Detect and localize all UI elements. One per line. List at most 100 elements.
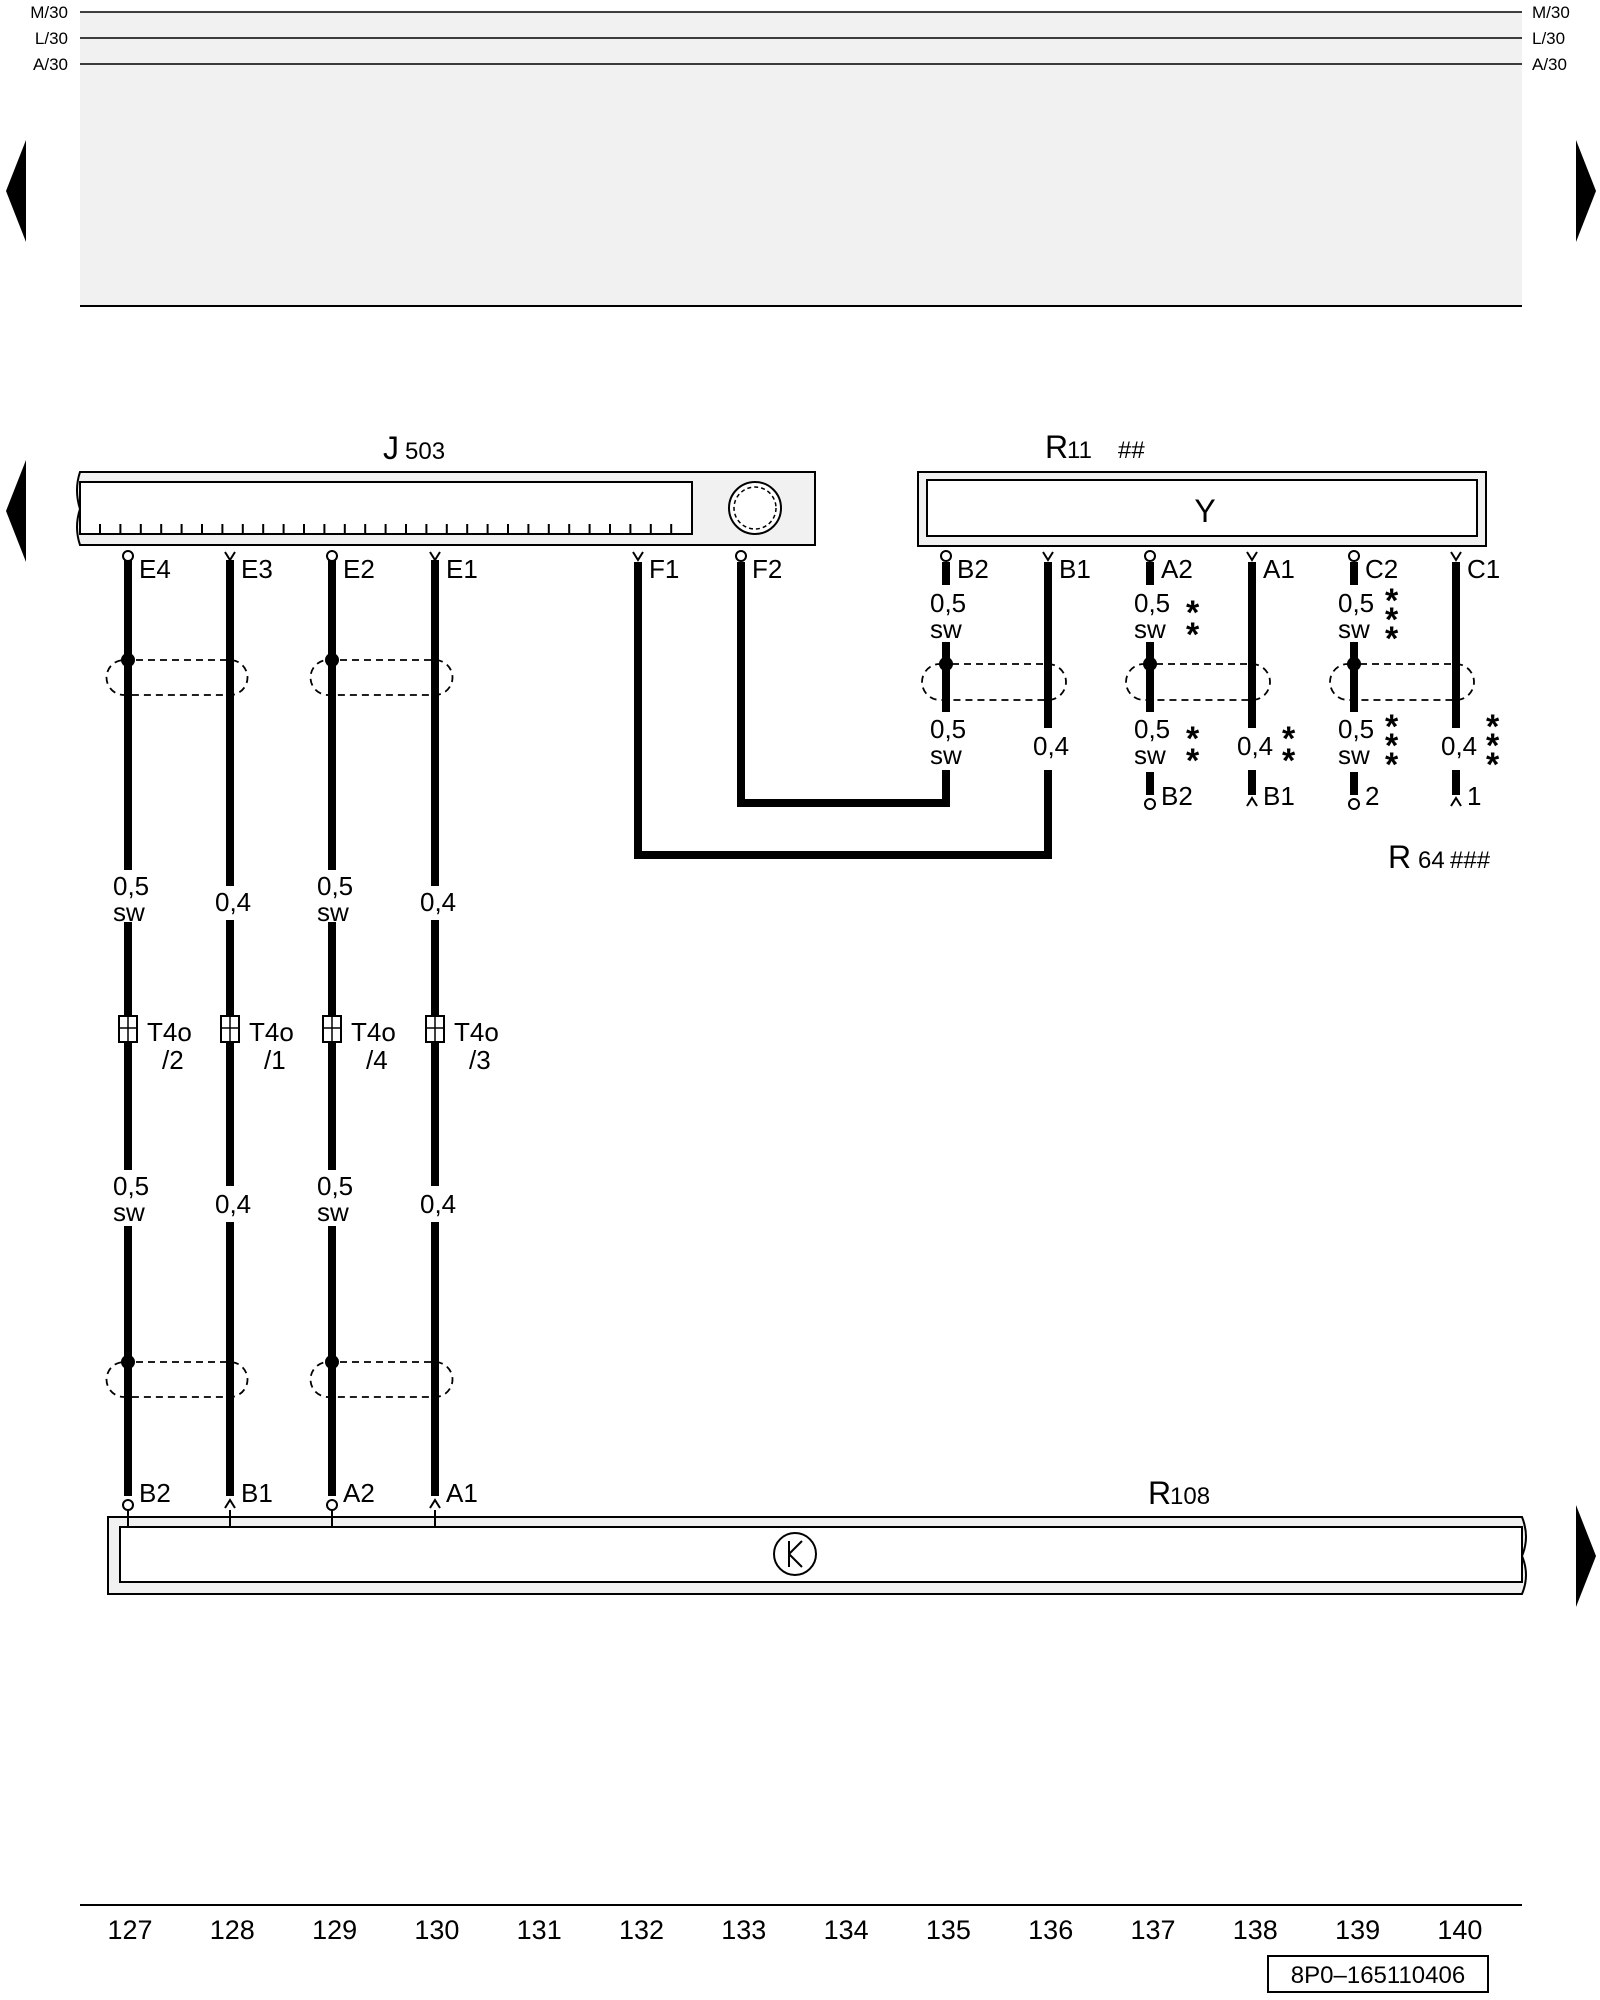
connector-t4o-2-name: T4o xyxy=(147,1017,192,1047)
wire-f1-to-r11-b1 xyxy=(634,562,1052,859)
r11-c1-size-lower: 0,4 xyxy=(1441,731,1477,761)
r11-b2-size-upper: 0,5 xyxy=(930,588,966,618)
wire-color-e4-lower: sw xyxy=(113,1197,145,1227)
j503-knob-outer xyxy=(728,481,782,535)
previous-page-arrow-icon[interactable] xyxy=(6,140,26,242)
shield-loop-r11-b xyxy=(921,663,1067,701)
bus-label-left-m30: M/30 xyxy=(30,3,68,22)
r64-pins: B2 B1 2 1 xyxy=(1144,781,1481,811)
footnote-double-a2-lower: ** xyxy=(1186,720,1200,780)
r64-pin-1-terminal xyxy=(1450,796,1462,807)
r64-pin-1-label: 1 xyxy=(1467,781,1481,811)
r64-pin-b1-label: B1 xyxy=(1263,781,1295,811)
j503-strip-ticks xyxy=(99,524,673,534)
r108-transistor-icon xyxy=(773,1532,817,1576)
r108-pin-b1-label: B1 xyxy=(241,1478,273,1508)
asterisk: * xyxy=(1385,582,1399,620)
r64-label-number: 64 xyxy=(1418,847,1445,874)
r108-inner-box xyxy=(119,1526,1523,1583)
connector-t4o-2-pin xyxy=(119,1016,137,1042)
r108-pin-a1-terminal xyxy=(429,1498,441,1509)
r11-b1-size-lower: 0,4 xyxy=(1033,731,1069,761)
track-number: 139 xyxy=(1335,1915,1380,1945)
track-number: 128 xyxy=(210,1915,255,1945)
r11-inner-box xyxy=(926,479,1478,537)
shield-dot xyxy=(325,653,339,667)
r11-pin-b1-terminal xyxy=(1042,551,1054,562)
r11-a1-size-lower: 0,4 xyxy=(1237,731,1273,761)
connector-t4o-3-pin-label: /3 xyxy=(469,1045,491,1075)
j503-knob-inner xyxy=(733,486,777,530)
track-number: 138 xyxy=(1233,1915,1278,1945)
bus-label-right-a30: A/30 xyxy=(1532,55,1567,74)
r11-a2-color-upper: sw xyxy=(1134,614,1166,644)
pin-f2-terminal xyxy=(735,550,747,562)
wire-size-e4-upper: 0,5 xyxy=(113,871,149,901)
connector-t4o-4-pin xyxy=(323,1016,341,1042)
asterisk: * xyxy=(1385,708,1399,746)
asterisk: * xyxy=(1486,708,1500,746)
wire-size-e3-upper: 0,4 xyxy=(215,887,251,917)
connector-t4o-4-pin-label: /4 xyxy=(366,1045,388,1075)
track-number: 132 xyxy=(619,1915,664,1945)
r11-c2-size-lower: 0,5 xyxy=(1338,714,1374,744)
connector-t4o-1-name: T4o xyxy=(249,1017,294,1047)
track-number: 133 xyxy=(721,1915,766,1945)
r11-c2-color-lower: sw xyxy=(1338,740,1370,770)
asterisk: * xyxy=(1486,746,1500,784)
r11-a2-size-upper: 0,5 xyxy=(1134,588,1170,618)
bus-label-left-l30: L/30 xyxy=(35,29,68,48)
connector-t4o-2-pin-label: /2 xyxy=(162,1045,184,1075)
track-number: 134 xyxy=(824,1915,869,1945)
pin-e4-terminal xyxy=(122,550,134,562)
shield-loop-e2-e1-lower xyxy=(309,1361,454,1398)
r11-pin-c2-label: C2 xyxy=(1365,554,1398,584)
pin-e1-label: E1 xyxy=(446,554,478,584)
footnote-markers: ** ** ** *** *** *** xyxy=(1186,582,1500,784)
r64-label-suffix: ### xyxy=(1450,847,1491,874)
continuation-left-arrow-icon[interactable] xyxy=(6,460,26,562)
pin-e4-label: E4 xyxy=(139,554,171,584)
shield-dot xyxy=(325,1355,339,1369)
pin-e2-terminal xyxy=(326,550,338,562)
asterisk: * xyxy=(1282,742,1296,780)
wire-f2-to-r11-b2 xyxy=(737,562,950,807)
pin-e2-label: E2 xyxy=(343,554,375,584)
wire-size-e1-lower: 0,4 xyxy=(420,1189,456,1219)
r64-label-letter: R xyxy=(1388,839,1411,875)
r108-transistor-symbol xyxy=(788,1540,803,1568)
wire-labels-r11: 0,5 sw 0,5 sw 0,5 sw 0,5 sw 0,4 0,5 sw 0… xyxy=(930,588,1477,770)
connector-t4o-3-pin xyxy=(426,1016,444,1042)
wire-size-e4-lower: 0,5 xyxy=(113,1171,149,1201)
r108-pin-b2-terminal xyxy=(122,1499,134,1511)
r108-pin-b2-label: B2 xyxy=(139,1478,171,1508)
shield-loops xyxy=(105,653,1475,1398)
bus-label-left-a30: A/30 xyxy=(33,55,68,74)
r11-a2-size-lower: 0,5 xyxy=(1134,714,1170,744)
r11-pin-a2-label: A2 xyxy=(1161,554,1193,584)
wire-color-e4-upper: sw xyxy=(113,897,145,927)
wire-labels-j503: 0,5 sw 0,4 0,5 sw 0,4 0,5 sw 0,4 0,5 sw … xyxy=(113,871,456,1227)
r11-pin-a1-label: A1 xyxy=(1263,554,1295,584)
wire-size-e3-lower: 0,4 xyxy=(215,1189,251,1219)
pin-f1-terminal xyxy=(632,551,644,562)
r11-pin-a2-terminal xyxy=(1144,550,1156,562)
shield-loop-e4-e3-lower xyxy=(105,1361,249,1398)
bus-panel-background xyxy=(80,12,1522,306)
pin-e1-terminal xyxy=(429,551,441,562)
shield-loop-e4-e3-upper xyxy=(105,659,249,696)
track-number: 127 xyxy=(107,1915,152,1945)
pin-e3-label: E3 xyxy=(241,554,273,584)
next-page-arrow-icon[interactable] xyxy=(1576,140,1596,242)
connector-t4o-1-pin-label: /1 xyxy=(264,1045,286,1075)
connector-t4o-3-name: T4o xyxy=(454,1017,499,1047)
asterisk: * xyxy=(1186,616,1200,654)
wire-color-e2-lower: sw xyxy=(317,1197,349,1227)
r11-pin-b1-label: B1 xyxy=(1059,554,1091,584)
footnote-triple-c1-lower: *** xyxy=(1486,708,1500,784)
r11-b2-size-lower: 0,5 xyxy=(930,714,966,744)
track-number: 129 xyxy=(312,1915,357,1945)
r11-c2-size-upper: 0,5 xyxy=(1338,588,1374,618)
continuation-right-arrow-icon[interactable] xyxy=(1576,1505,1596,1607)
